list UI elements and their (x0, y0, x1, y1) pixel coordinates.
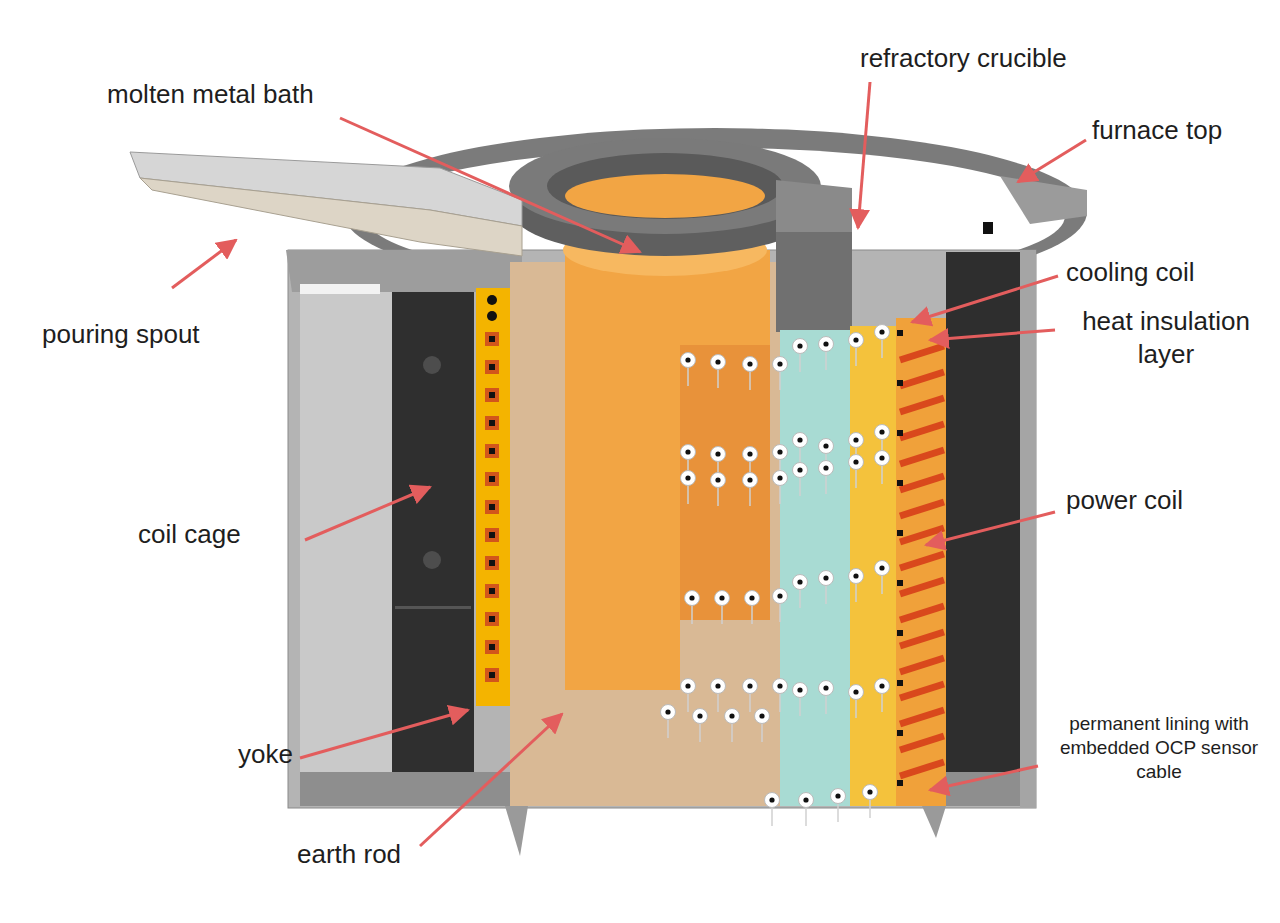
part-label: coil cage (138, 518, 241, 551)
part-label: heat insulation layer (1060, 305, 1272, 370)
top-platform-edge (300, 284, 380, 294)
molten-surface-top (565, 174, 765, 218)
part-label: refractory crucible (860, 42, 1067, 75)
crucible-wall (776, 232, 852, 332)
cable-dot (487, 311, 497, 321)
lining-notch (680, 620, 780, 806)
pouring-spout-underside (140, 178, 522, 256)
part-label: molten metal bath (107, 78, 314, 111)
insulation-teal (780, 330, 850, 806)
part-label: yoke (238, 738, 293, 771)
cooling-coil-squares (897, 330, 903, 786)
part-label: permanent lining with embedded OCP senso… (1046, 712, 1272, 783)
part-label: power coil (1066, 484, 1183, 517)
sensor-cable-pins (661, 325, 890, 827)
part-label: pouring spout (42, 318, 200, 351)
leg (505, 806, 528, 856)
part-label: furnace top (1092, 114, 1222, 147)
power-coil-turns (900, 346, 944, 776)
part-label: cooling coil (1066, 256, 1195, 289)
part-label: earth rod (297, 838, 401, 871)
yoke-strip (476, 288, 510, 706)
housing (288, 250, 1036, 808)
crucible-opening (547, 153, 783, 219)
crucible-cut-face (776, 180, 852, 240)
coil-square-cores (489, 336, 495, 678)
crucible-rim (509, 138, 821, 234)
molten-bath-cut-face (680, 345, 770, 620)
coil-cage-panel-right (946, 252, 1020, 772)
cage-bolt (423, 356, 441, 374)
cage-seam (395, 606, 471, 609)
heat-insulation-layer (850, 326, 896, 806)
housing-inner-wall (300, 290, 394, 775)
top-bolt (983, 222, 993, 234)
leg (922, 806, 946, 838)
leader-lines (172, 82, 1086, 846)
furnace-top-flange (1000, 176, 1087, 224)
coil-cage-panel (392, 292, 474, 802)
coil-squares (485, 332, 499, 682)
power-coil (896, 318, 946, 806)
cage-bolt (423, 551, 441, 569)
cable-dot (487, 295, 497, 305)
